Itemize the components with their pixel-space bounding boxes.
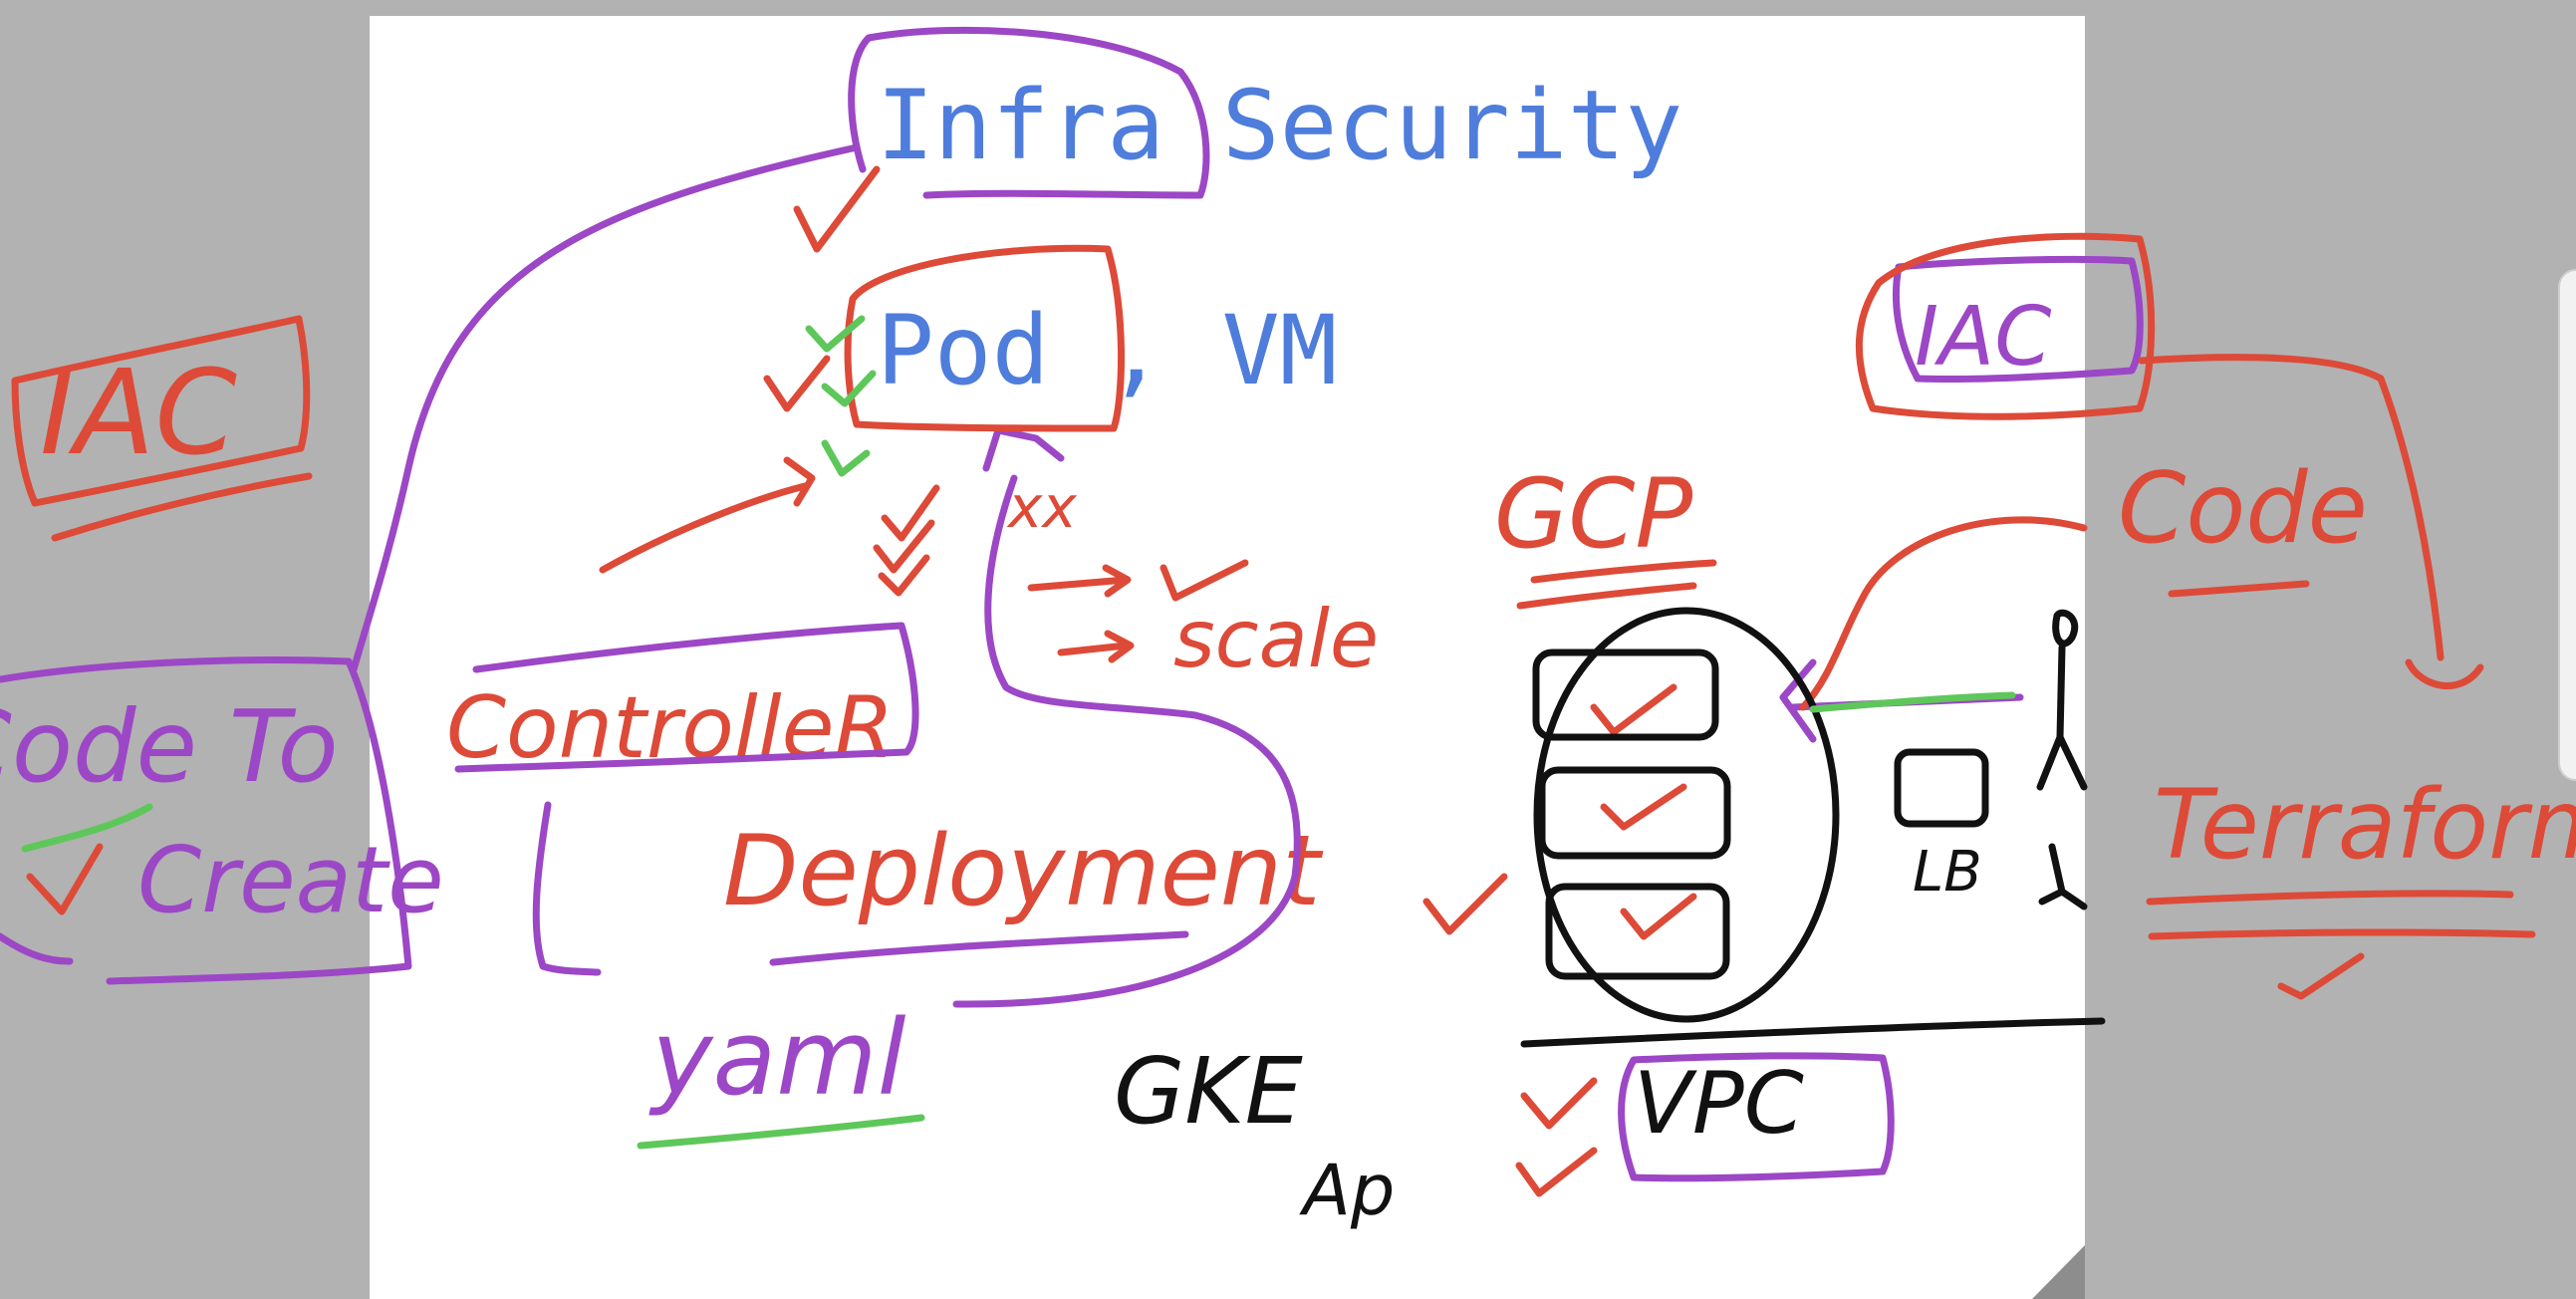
terraform-underline — [2146, 890, 2536, 940]
deployment-label: Deployment — [723, 815, 1321, 928]
green-stroke-code — [21, 803, 153, 853]
vpc-label: VPC — [1634, 1054, 1804, 1154]
side-panel-handle[interactable] — [2558, 269, 2576, 781]
ap-label: Ap — [1303, 1150, 1396, 1231]
yaml-label: yaml — [651, 997, 906, 1119]
code-label: Code — [2118, 452, 2368, 566]
left-iac-label: IAC — [40, 344, 237, 481]
code-underline — [2168, 580, 2310, 598]
lb-label: LB — [1913, 840, 1982, 905]
title-infra-security: Infra Security — [877, 70, 1683, 181]
xx-label: xx — [1008, 473, 1077, 541]
left-iac-underline — [51, 472, 313, 542]
terraform-label: Terraform — [2154, 769, 2576, 881]
scale-label: scale — [1173, 593, 1380, 685]
right-iac-label: IAC — [1915, 290, 2052, 385]
gcp-label: GCP — [1494, 458, 1693, 570]
check-7 — [2277, 952, 2365, 1000]
typed-pod-vm: Pod , VM — [877, 295, 1338, 406]
code-to-label: Code To — [0, 688, 339, 805]
canvas-resize-corner[interactable] — [2032, 1245, 2085, 1299]
controller-label: ControlleR — [446, 678, 895, 778]
check-8 — [26, 843, 104, 915]
gke-label: GKE — [1114, 1038, 1303, 1145]
create-label: Create — [137, 827, 444, 933]
